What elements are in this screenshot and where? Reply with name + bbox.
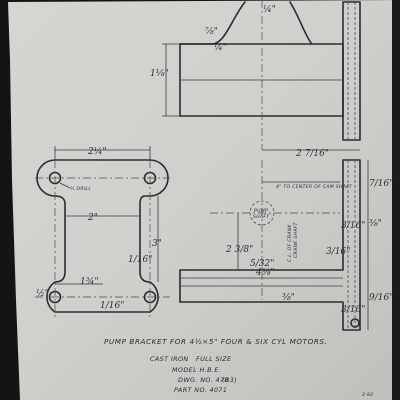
top-side-view: 1⅛" ⅞" ¼" ¼" 2 7/16" — [150, 0, 361, 159]
right-frame — [392, 0, 400, 400]
bracket-body — [179, 159, 361, 331]
dim-right-base: ⅜" — [282, 293, 295, 303]
model-label: MODEL H.B.E. — [172, 366, 221, 374]
dim-right-side-e: 9/16" — [369, 293, 393, 303]
crank-note-1: C.L. OF CRANK — [287, 224, 293, 262]
left-plan-view: 2¼" 2" 3" ¼ DRILL 1¾" ½" 1/16" 1/16" — [35, 146, 170, 320]
dim-left-foot: 1¾" — [80, 276, 99, 287]
center-note: 4" TO CENTER OF CAM SHAFT — [276, 184, 353, 190]
dim-right-small: 5/32" — [250, 259, 274, 269]
dim-right-side-b: ⅜" — [369, 219, 382, 229]
bottom-front-view: PUMP SHAFT 4" TO CENTER OF CAM SHAFT C.L… — [179, 159, 393, 331]
dim-left-foot-small: ½" — [36, 288, 49, 299]
dim-left-side-small: 1/16" — [128, 255, 152, 265]
dim-top-height: 1⅛" — [150, 69, 169, 79]
dim-top-boss: ⅞" — [205, 27, 218, 37]
crank-note-2: CRANK SHAFT — [293, 221, 299, 258]
flange-bolt-hole — [350, 318, 360, 328]
dim-right-side-d: 3/16" — [341, 305, 365, 315]
dim-top-small: ¼" — [214, 42, 227, 53]
page-mark: 2·82 — [362, 392, 373, 398]
dim-top-arch: ¼" — [263, 4, 276, 15]
dwg-number: DWG. NO. 478 — [178, 376, 229, 384]
pump-shaft-top-label: PUMP — [254, 208, 268, 214]
dim-right-side-c: 3/16" — [341, 221, 365, 231]
part-number: PART NO. 4071 — [174, 386, 227, 394]
title-block: PUMP BRACKET FOR 4½×5" FOUR & SIX CYL MO… — [104, 337, 373, 398]
dim-left-height: 3" — [152, 239, 162, 249]
material-label: CAST IRON — [150, 355, 189, 363]
drawing-title: PUMP BRACKET FOR 4½×5" FOUR & SIX CYL MO… — [104, 337, 328, 346]
dim-right-web: 4⅝" — [255, 268, 275, 278]
dim-right-flange: 3/16" — [326, 247, 350, 257]
drill-note: ¼ DRILL — [70, 186, 91, 192]
dim-left-inner: 2" — [87, 213, 98, 223]
mounting-flange — [342, 1, 361, 141]
dim-right-side-a: 7/16" — [369, 179, 393, 189]
dim-right-vertical: 2 3/8" — [225, 245, 253, 255]
pump-shaft-bottom-label: SHAFT — [253, 214, 270, 220]
scale-label: FULL SIZE — [196, 355, 232, 363]
dim-right-offset: 2 7/16" — [295, 149, 329, 159]
dim-left-width: 2¼" — [87, 146, 107, 157]
dwg-suffix: (B3) — [222, 376, 237, 384]
dim-left-side-small2: 1/16" — [100, 301, 124, 311]
